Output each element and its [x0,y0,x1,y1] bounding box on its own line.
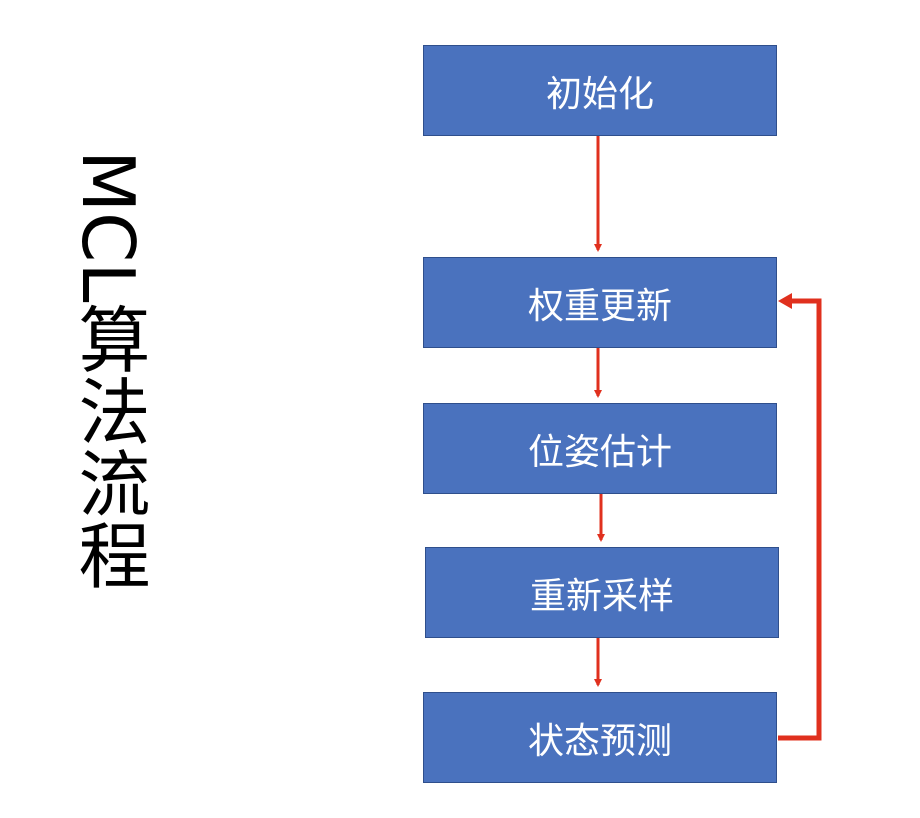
step-pose-estimation: 位姿估计 [423,403,777,494]
step-initialize: 初始化 [423,45,777,136]
loop-arrow-predict-to-weight [778,298,822,741]
loop-arrowhead [778,293,792,309]
step-state-prediction: 状态预测 [423,692,777,783]
step-resampling: 重新采样 [425,547,779,638]
step-weight-update: 权重更新 [423,257,777,348]
diagram-title: MCL算法流程 [66,150,150,591]
